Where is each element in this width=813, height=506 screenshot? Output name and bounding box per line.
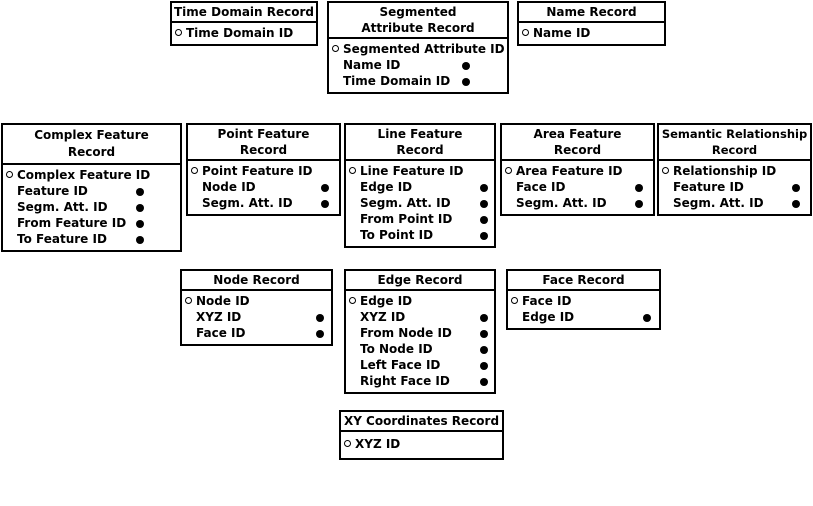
primary-key-field: Complex Feature ID: [3, 167, 180, 183]
name-record: Name Record Name ID: [517, 1, 666, 46]
face-record: Face Record Face ID Edge ID: [506, 269, 661, 330]
primary-key-field: Area Feature ID: [502, 163, 653, 179]
semantic-relationship-record: Semantic Relationship Record Relationshi…: [657, 123, 812, 216]
record-title: Area Feature Record: [502, 125, 653, 161]
foreign-key-field: To Feature ID: [3, 231, 180, 247]
foreign-key-icon: [480, 184, 488, 192]
foreign-key-icon: [480, 216, 488, 224]
primary-key-icon: [511, 297, 518, 304]
foreign-key-field: From Node ID: [346, 325, 494, 341]
foreign-key-icon: [316, 330, 324, 338]
foreign-key-icon: [462, 62, 470, 70]
record-title: Point Feature Record: [188, 125, 339, 161]
record-title: Semantic Relationship Record: [659, 125, 810, 161]
record-title: Name Record: [519, 3, 664, 23]
record-title: Edge Record: [346, 271, 494, 291]
primary-key-field: Point Feature ID: [188, 163, 339, 179]
foreign-key-icon: [321, 184, 329, 192]
foreign-key-field: Face ID: [502, 179, 653, 195]
primary-key-field: Relationship ID: [659, 163, 810, 179]
primary-key-icon: [349, 297, 356, 304]
foreign-key-field: Segm. Att. ID: [502, 195, 653, 211]
record-title: Time Domain Record: [172, 3, 316, 23]
foreign-key-field: To Node ID: [346, 341, 494, 357]
foreign-key-field: Feature ID: [3, 183, 180, 199]
primary-key-icon: [332, 45, 339, 52]
foreign-key-field: Name ID: [329, 57, 507, 73]
primary-key-icon: [505, 167, 512, 174]
foreign-key-icon: [635, 200, 643, 208]
foreign-key-icon: [480, 314, 488, 322]
foreign-key-icon: [462, 78, 470, 86]
record-title: Complex Feature Record: [3, 125, 180, 165]
foreign-key-icon: [136, 220, 144, 228]
primary-key-icon: [185, 297, 192, 304]
primary-key-icon: [344, 440, 351, 447]
record-title: Line Feature Record: [346, 125, 494, 161]
foreign-key-icon: [136, 188, 144, 196]
foreign-key-icon: [480, 378, 488, 386]
primary-key-field: Face ID: [508, 293, 659, 309]
foreign-key-icon: [480, 362, 488, 370]
foreign-key-icon: [480, 200, 488, 208]
foreign-key-icon: [480, 330, 488, 338]
edge-record: Edge Record Edge ID XYZ ID From Node ID …: [344, 269, 496, 394]
record-title: Node Record: [182, 271, 331, 291]
foreign-key-field: Segm. Att. ID: [659, 195, 810, 211]
foreign-key-field: Segm. Att. ID: [3, 199, 180, 215]
foreign-key-field: Segm. Att. ID: [188, 195, 339, 211]
foreign-key-field: Segm. Att. ID: [346, 195, 494, 211]
record-title: Face Record: [508, 271, 659, 291]
foreign-key-field: XYZ ID: [346, 309, 494, 325]
xy-coordinates-record: XY Coordinates Record XYZ ID: [339, 410, 504, 460]
foreign-key-icon: [136, 204, 144, 212]
foreign-key-icon: [643, 314, 651, 322]
foreign-key-icon: [480, 232, 488, 240]
primary-key-field: Segmented Attribute ID: [329, 41, 507, 57]
node-record: Node Record Node ID XYZ ID Face ID: [180, 269, 333, 346]
primary-key-field: Time Domain ID: [172, 25, 316, 41]
foreign-key-field: From Point ID: [346, 211, 494, 227]
foreign-key-icon: [480, 346, 488, 354]
primary-key-field: Line Feature ID: [346, 163, 494, 179]
foreign-key-field: Edge ID: [508, 309, 659, 325]
primary-key-icon: [522, 29, 529, 36]
primary-key-field: XYZ ID: [341, 436, 502, 452]
primary-key-field: Edge ID: [346, 293, 494, 309]
area-feature-record: Area Feature Record Area Feature ID Face…: [500, 123, 655, 216]
segmented-attribute-record: Segmented Attribute Record Segmented Att…: [327, 1, 509, 94]
foreign-key-icon: [321, 200, 329, 208]
foreign-key-icon: [792, 200, 800, 208]
foreign-key-field: Left Face ID: [346, 357, 494, 373]
primary-key-field: Name ID: [519, 25, 664, 41]
primary-key-icon: [6, 171, 13, 178]
foreign-key-field: Right Face ID: [346, 373, 494, 389]
foreign-key-field: XYZ ID: [182, 309, 331, 325]
foreign-key-field: From Feature ID: [3, 215, 180, 231]
time-domain-record: Time Domain Record Time Domain ID: [170, 1, 318, 46]
line-feature-record: Line Feature Record Line Feature ID Edge…: [344, 123, 496, 248]
record-title: XY Coordinates Record: [341, 412, 502, 432]
foreign-key-icon: [635, 184, 643, 192]
primary-key-icon: [349, 167, 356, 174]
foreign-key-icon: [792, 184, 800, 192]
foreign-key-field: Time Domain ID: [329, 73, 507, 89]
foreign-key-icon: [136, 236, 144, 244]
foreign-key-field: Feature ID: [659, 179, 810, 195]
foreign-key-field: Node ID: [188, 179, 339, 195]
primary-key-icon: [191, 167, 198, 174]
foreign-key-field: Face ID: [182, 325, 331, 341]
record-title: Segmented Attribute Record: [329, 3, 507, 39]
primary-key-field: Node ID: [182, 293, 331, 309]
foreign-key-field: To Point ID: [346, 227, 494, 243]
foreign-key-field: Edge ID: [346, 179, 494, 195]
primary-key-icon: [662, 167, 669, 174]
complex-feature-record: Complex Feature Record Complex Feature I…: [1, 123, 182, 252]
primary-key-icon: [175, 29, 182, 36]
foreign-key-icon: [316, 314, 324, 322]
point-feature-record: Point Feature Record Point Feature ID No…: [186, 123, 341, 216]
